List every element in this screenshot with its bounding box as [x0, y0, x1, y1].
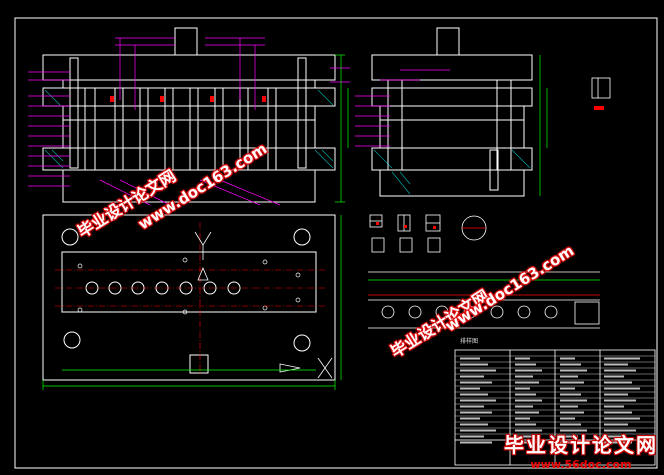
title-block-cell-stub — [460, 393, 488, 396]
front-section-view — [42, 27, 336, 203]
title-block-cell-stub — [515, 441, 539, 444]
title-block-cell-stub — [560, 369, 587, 372]
title-block-cell-stub — [604, 399, 636, 402]
drawing-frame — [14, 17, 658, 469]
title-block-cell-stub — [515, 387, 530, 390]
title-block-cell-stub — [460, 423, 488, 426]
title-block-cell-stub — [460, 375, 484, 378]
title-block-cell-stub — [604, 393, 628, 396]
front-view-leader-lines — [28, 37, 350, 206]
title-block-cell-stub — [515, 381, 539, 384]
plan-view-dimensions — [42, 215, 342, 390]
title-block-cell-stub — [515, 411, 539, 414]
title-block-cell-stub — [560, 363, 581, 366]
title-block-cell-stub — [515, 357, 530, 360]
title-block-cell-stub — [515, 435, 533, 438]
side-view-leader-lines — [355, 69, 450, 147]
side-section-view — [371, 27, 533, 197]
site-brand-logo: 毕业设计论文网 www.56doc.com — [504, 429, 658, 471]
title-block-cell-stub — [515, 369, 542, 372]
title-block-cell-stub — [460, 441, 492, 444]
title-block-cell-stub — [604, 357, 640, 360]
title-block-cell-stub — [604, 411, 632, 414]
title-block-cell-stub — [604, 369, 636, 372]
title-block-cell-stub — [604, 423, 628, 426]
title-block-cell-stub — [560, 357, 575, 360]
title-block-cell-stub — [604, 417, 640, 420]
strip-dimensions — [368, 279, 600, 296]
title-block-cell-stub — [515, 375, 533, 378]
title-block-cell-stub — [560, 435, 578, 438]
title-block-cell-stub — [560, 393, 581, 396]
title-block-cell-stub — [604, 375, 624, 378]
title-block-cell-stub — [604, 441, 632, 444]
title-block-cell-stub — [515, 393, 536, 396]
title-block-cell-stub — [460, 429, 496, 432]
title-block-cell-stub — [460, 411, 492, 414]
title-block-cell-stub — [515, 405, 533, 408]
title-block-cell-stub — [515, 429, 542, 432]
title-block-cell-stub — [460, 363, 488, 366]
title-block-cell-stub — [604, 405, 624, 408]
part-detail-views — [369, 214, 487, 253]
title-block-cell-stub — [604, 363, 628, 366]
title-block-cell-stub — [460, 381, 492, 384]
title-block-cell-stub — [560, 399, 587, 402]
title-block-cell-stub — [460, 399, 496, 402]
title-block-cell-stub — [604, 435, 624, 438]
plan-view-small-holes — [77, 257, 301, 315]
title-block-cell-stub — [460, 357, 480, 360]
title-block-cell-stub — [460, 369, 496, 372]
title-block-cell-stub — [560, 405, 578, 408]
title-block-cell-stub — [515, 399, 542, 402]
strip-layout — [368, 271, 600, 329]
title-block-cell-stub — [460, 405, 484, 408]
title-block-cell-stub — [560, 441, 584, 444]
brand-site: www.56doc.com — [530, 458, 632, 471]
side-section-hatching — [373, 149, 531, 195]
title-block-cell-stub — [560, 423, 581, 426]
strip-layout-label: 排样图 — [460, 338, 479, 345]
title-block-cell-stub — [560, 429, 587, 432]
title-block-cell-stub — [604, 429, 636, 432]
title-block-cell-stub — [560, 375, 578, 378]
title-block-cell-text — [460, 357, 640, 444]
front-view-dimensions — [335, 54, 349, 203]
title-block-cell-stub — [604, 387, 640, 390]
title-block-cell-stub — [515, 363, 536, 366]
front-section-red-parts — [110, 96, 266, 102]
title-block-cell-stub — [460, 435, 484, 438]
side-view-dimensions — [539, 55, 548, 196]
plan-view-markers — [194, 231, 333, 379]
title-block-cell-stub — [560, 411, 584, 414]
title-block-cell-stub — [515, 417, 530, 420]
title-block-cell-stub — [560, 387, 575, 390]
title-block-cell-stub — [515, 423, 536, 426]
small-detail-view — [591, 77, 611, 110]
front-section-hatching — [44, 89, 334, 169]
part-detail-accents — [376, 222, 436, 229]
title-block-cell-stub — [604, 381, 632, 384]
title-block-cell-stub — [460, 387, 480, 390]
title-block-rows — [455, 355, 655, 441]
title-block-cell-stub — [460, 417, 480, 420]
title-block-cell-stub — [560, 417, 575, 420]
title-block-cell-stub — [560, 381, 584, 384]
brand-title: 毕业设计论文网 — [504, 433, 658, 457]
plan-view-centerlines — [55, 222, 325, 375]
